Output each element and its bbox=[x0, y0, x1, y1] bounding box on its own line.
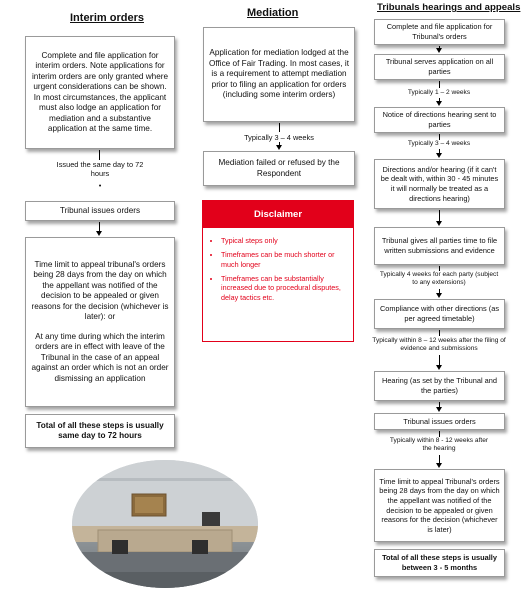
tribunal-compliance-box: Compliance with other directions (as per… bbox=[374, 299, 505, 329]
tribunal-compliance-text: Compliance with other directions (as per… bbox=[379, 304, 500, 323]
tribunal-timing-label: Typically within 8 - 12 weeks after the … bbox=[389, 437, 489, 453]
arrow-down-icon bbox=[436, 407, 442, 412]
interim-issues-orders-text: Tribunal issues orders bbox=[59, 205, 141, 215]
interim-application-box: Complete and file application for interi… bbox=[25, 36, 175, 149]
connector bbox=[99, 222, 100, 231]
mediation-failed-text: Mediation failed or refused by the Respo… bbox=[218, 158, 340, 178]
arrow-down-icon bbox=[436, 463, 442, 468]
connector bbox=[439, 266, 440, 271]
mediation-failed-box: Mediation failed or refused by the Respo… bbox=[203, 151, 355, 186]
connector bbox=[439, 402, 440, 407]
connector bbox=[439, 455, 440, 463]
tribunal-heading: Tribunals hearings and appeals bbox=[377, 2, 521, 13]
interim-appeal-limit-box: Time limit to appeal tribunal's orders b… bbox=[25, 237, 175, 407]
mediation-application-text: Application for mediation lodged at the … bbox=[209, 48, 349, 100]
connector bbox=[439, 210, 440, 221]
arrow-down-icon bbox=[96, 231, 102, 236]
disclaimer-item: Timeframes can be much shorter or much l… bbox=[221, 250, 345, 269]
interim-total-box: Total of all these steps is usually same… bbox=[25, 414, 175, 448]
connector bbox=[439, 149, 440, 153]
interim-total-text: Total of all these steps is usually same… bbox=[36, 420, 164, 441]
disclaimer-list: Typical steps only Timeframes can be muc… bbox=[203, 228, 353, 302]
tribunal-directions-text: Directions and/or hearing (if it can't b… bbox=[380, 164, 499, 203]
connector bbox=[439, 46, 440, 48]
tribunal-total-box: Total of all these steps is usually betw… bbox=[374, 549, 505, 577]
interim-orders-heading: Interim orders bbox=[70, 12, 144, 24]
connector bbox=[439, 431, 440, 437]
disclaimer-item: Typical steps only bbox=[221, 236, 345, 245]
tribunal-directions-box: Directions and/or hearing (if it can't b… bbox=[374, 159, 505, 209]
tribunal-file-application-box: Complete and file application for Tribun… bbox=[374, 19, 505, 45]
tribunal-timing-label: Typically 3 – 4 weeks bbox=[407, 140, 471, 147]
arrow-down-icon bbox=[436, 101, 442, 106]
tribunal-file-application-text: Complete and file application for Tribun… bbox=[386, 22, 493, 41]
courtroom-photo-illustration bbox=[72, 460, 258, 588]
tribunal-issues-orders-text: Tribunal issues orders bbox=[403, 416, 476, 426]
tribunal-timing-label: Typically 1 – 2 weeks bbox=[407, 89, 471, 96]
mediation-heading: Mediation bbox=[247, 7, 299, 19]
tribunal-submissions-text: Tribunal gives all parties time to file … bbox=[381, 236, 498, 255]
connector bbox=[279, 123, 280, 132]
interim-application-text: Complete and file application for interi… bbox=[31, 50, 169, 134]
tribunal-serves-box: Tribunal serves application on all parti… bbox=[374, 54, 505, 80]
tribunal-submissions-box: Tribunal gives all parties time to file … bbox=[374, 227, 505, 265]
arrow-down-icon bbox=[436, 365, 442, 370]
connector bbox=[439, 289, 440, 293]
tribunal-hearing-box: Hearing (as set by the Tribunal and the … bbox=[374, 371, 505, 401]
connector bbox=[439, 330, 440, 336]
connector bbox=[279, 142, 280, 145]
tribunal-appeal-limit-box: Time limit to appeal Tribunal's orders b… bbox=[374, 469, 505, 542]
interim-issues-orders-box: Tribunal issues orders bbox=[25, 201, 175, 221]
tribunal-hearing-text: Hearing (as set by the Tribunal and the … bbox=[381, 376, 498, 395]
disclaimer-item: Timeframes can be substantially increase… bbox=[221, 274, 345, 302]
tribunal-issues-orders-box: Tribunal issues orders bbox=[374, 413, 505, 430]
arrow-down-icon bbox=[436, 153, 442, 158]
tribunal-appeal-limit-text: Time limit to appeal Tribunal's orders b… bbox=[379, 476, 500, 534]
disclaimer-title: Disclaimer bbox=[203, 201, 353, 228]
mediation-timing-label: Typically 3 – 4 weeks bbox=[244, 133, 314, 142]
bullet-mark: • bbox=[98, 181, 102, 190]
mediation-application-box: Application for mediation lodged at the … bbox=[203, 27, 355, 122]
tribunal-total-text: Total of all these steps is usually betw… bbox=[382, 553, 497, 572]
arrow-down-icon bbox=[436, 221, 442, 226]
connector bbox=[439, 134, 440, 140]
interim-appeal-text-2: At any time during which the interim ord… bbox=[31, 331, 169, 383]
courtroom-photo bbox=[72, 460, 258, 588]
tribunal-timing-label: Typically 4 weeks for each party (subjec… bbox=[379, 271, 499, 287]
interim-timing-label: Issued the same day to 72 hours bbox=[56, 160, 144, 179]
connector bbox=[439, 81, 440, 88]
connector bbox=[439, 98, 440, 101]
tribunal-notice-text: Notice of directions hearing sent to par… bbox=[382, 110, 497, 129]
tribunal-serves-text: Tribunal serves application on all parti… bbox=[385, 57, 494, 76]
interim-appeal-text-1: Time limit to appeal tribunal's orders b… bbox=[31, 259, 169, 322]
connector bbox=[439, 355, 440, 365]
tribunal-notice-box: Notice of directions hearing sent to par… bbox=[374, 107, 505, 133]
disclaimer-panel: Disclaimer Typical steps only Timeframes… bbox=[202, 200, 354, 342]
connector bbox=[99, 150, 100, 160]
arrow-down-icon bbox=[436, 48, 442, 53]
arrow-down-icon bbox=[436, 293, 442, 298]
arrow-down-icon bbox=[276, 145, 282, 150]
tribunal-timing-label: Typically within 8 – 12 weeks after the … bbox=[372, 337, 506, 353]
